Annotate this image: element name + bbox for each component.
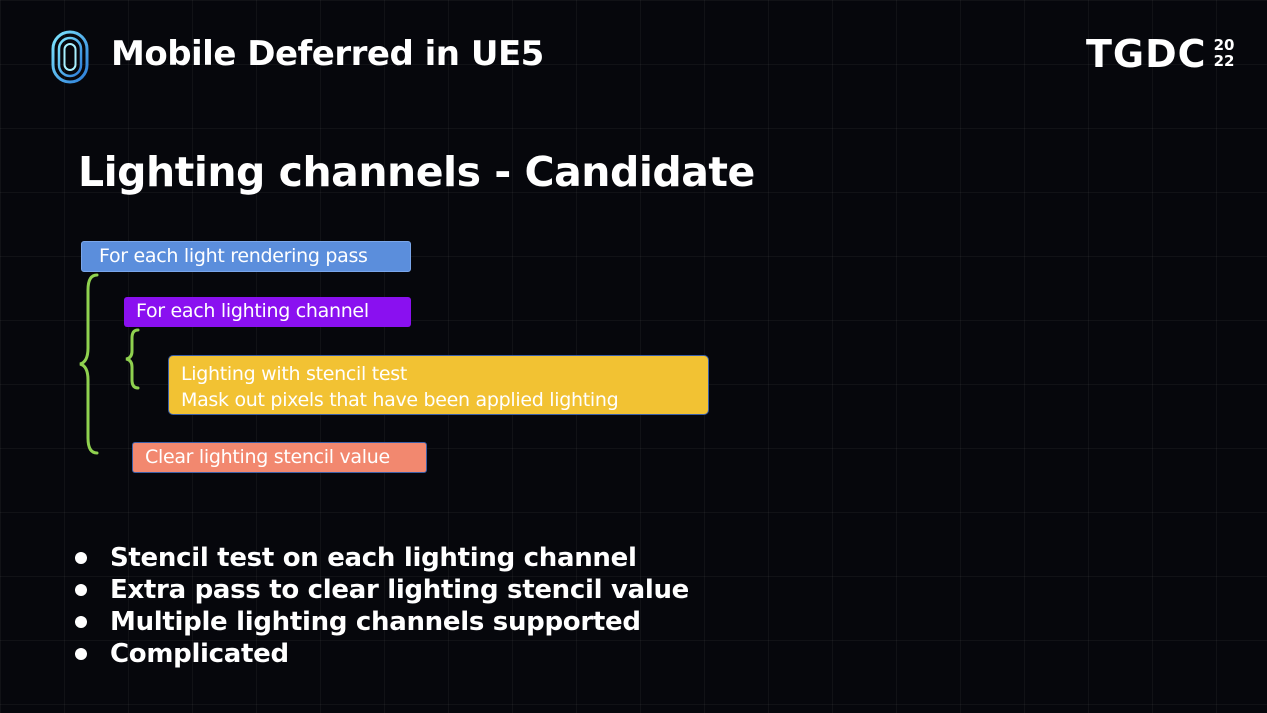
outer-tail-box: Clear lighting stencil value — [132, 442, 427, 473]
bullet-dot-icon — [75, 584, 87, 596]
inner-loop-box: For each lighting channel — [124, 297, 411, 327]
bullet-text: Complicated — [110, 639, 289, 669]
bullet-text: Multiple lighting channels supported — [110, 607, 641, 637]
brand-year-bottom: 22 — [1213, 52, 1235, 70]
bullet-item: Stencil test on each lighting channel — [72, 542, 689, 574]
bullet-item: Multiple lighting channels supported — [72, 606, 689, 638]
inner-brace — [125, 328, 140, 390]
bullet-item: Complicated — [72, 638, 689, 670]
section-title: Lighting channels - Candidate — [78, 148, 755, 196]
brand-name: TGDC — [1086, 32, 1207, 76]
outer-brace — [79, 273, 99, 455]
ring-logo-icon — [51, 30, 89, 84]
brand-year-top: 20 — [1213, 36, 1235, 54]
bullet-item: Extra pass to clear lighting stencil val… — [72, 574, 689, 606]
bullet-dot-icon — [75, 552, 87, 564]
bullet-dot-icon — [75, 648, 87, 660]
inner-body-line-1: Lighting with stencil test — [181, 363, 407, 385]
bullet-dot-icon — [75, 616, 87, 628]
brand-year: 20 22 — [1213, 37, 1235, 69]
inner-body-box: Lighting with stencil test Mask out pixe… — [168, 355, 709, 415]
bullet-list: Stencil test on each lighting channel Ex… — [72, 542, 689, 670]
brand-logo: TGDC 20 22 — [1086, 32, 1241, 76]
header-title: Mobile Deferred in UE5 — [111, 34, 544, 74]
bullet-text: Extra pass to clear lighting stencil val… — [110, 575, 690, 605]
outer-loop-box: For each light rendering pass — [81, 241, 411, 272]
bullet-text: Stencil test on each lighting channel — [110, 543, 637, 573]
inner-body-line-2: Mask out pixels that have been applied l… — [181, 389, 619, 411]
